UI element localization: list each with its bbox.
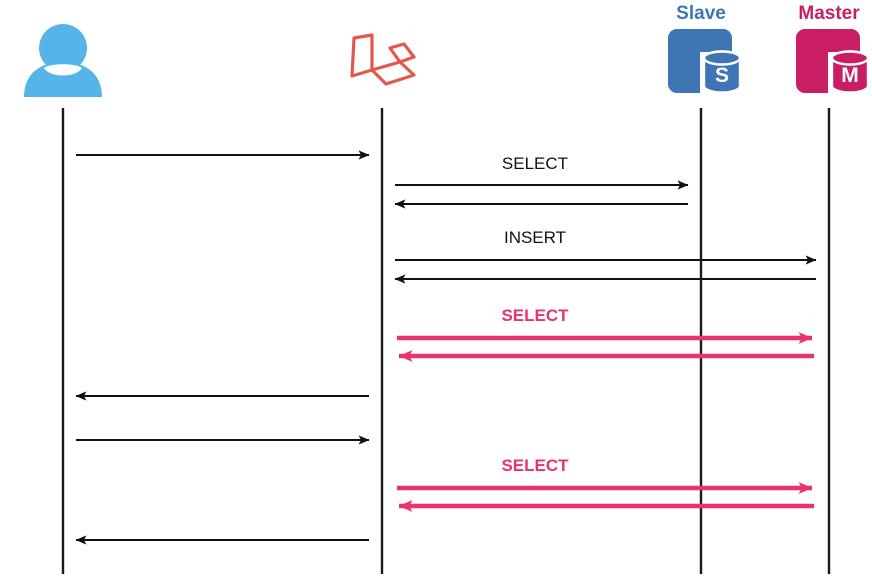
laravel-logo-icon	[350, 33, 416, 86]
participant-master[interactable]: Master M	[796, 3, 870, 96]
participant-user[interactable]	[24, 24, 102, 97]
message-label-m4: INSERT	[504, 228, 566, 247]
message-label-m2: SELECT	[502, 154, 568, 173]
participant-label-slave: Slave	[676, 3, 726, 24]
message-label-m6: SELECT	[501, 306, 569, 325]
database-slave-icon: S	[668, 29, 742, 94]
participant-label-master: Master	[798, 3, 860, 24]
participant-slave[interactable]: Slave S	[668, 3, 742, 96]
master-badge-letter: M	[841, 64, 859, 87]
participant-laravel[interactable]	[350, 33, 416, 86]
slave-badge-letter: S	[715, 64, 729, 87]
message-label-m10: SELECT	[501, 456, 569, 475]
database-master-icon: M	[796, 29, 870, 94]
user-icon	[24, 24, 102, 97]
